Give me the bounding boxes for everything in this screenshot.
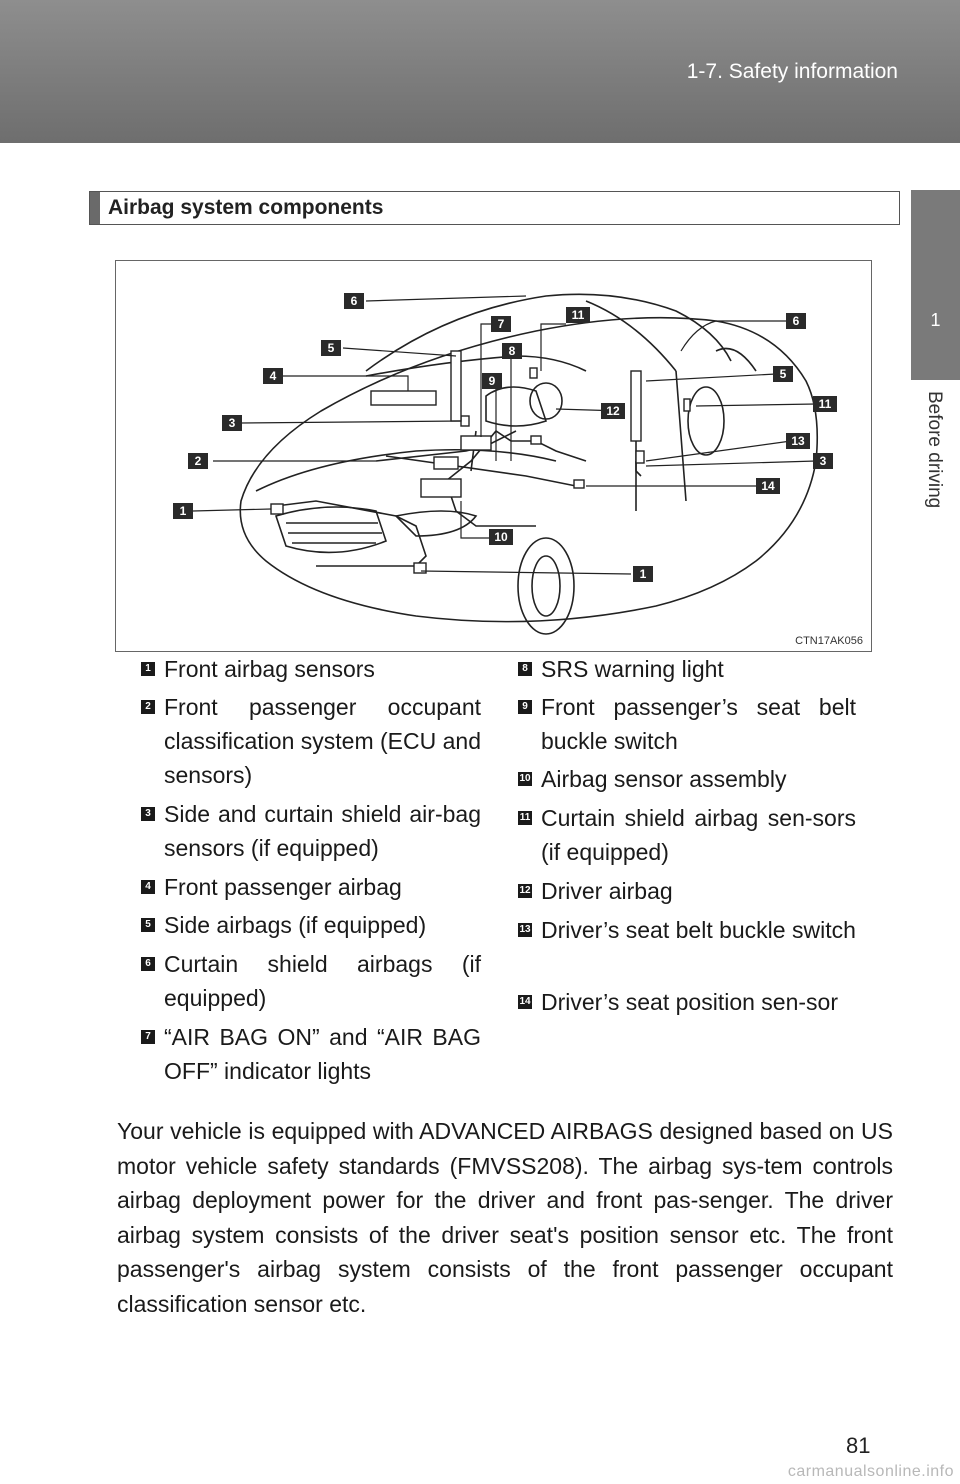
legend-text: Driver’s seat belt buckle switch	[541, 917, 856, 943]
svg-text:3: 3	[820, 454, 827, 468]
header-section-title: 1-7. Safety information	[686, 60, 898, 83]
legend-item: 14 Driver’s seat position sen-sor	[518, 985, 856, 1055]
page-number: 81	[846, 1433, 871, 1458]
svg-text:3: 3	[229, 416, 236, 430]
legend-number-badge: 10	[518, 772, 532, 786]
svg-text:2: 2	[195, 454, 202, 468]
chapter-number: 1	[930, 310, 941, 330]
legend-item: 6 Curtain shield airbags (if equipped)	[141, 947, 481, 1017]
svg-text:11: 11	[819, 397, 832, 411]
legend-text: Curtain shield airbag sen-sors (if equip…	[541, 805, 856, 865]
svg-text:6: 6	[351, 294, 358, 308]
svg-text:12: 12	[606, 404, 620, 418]
legend-text: SRS warning light	[541, 656, 724, 682]
airbag-diagram: 1 1 2 3 3 4 5 5 6 6 7 8 9 10 11 11 12 13…	[115, 260, 872, 652]
legend-number-badge: 1	[141, 662, 155, 676]
legend-item: 7 “AIR BAG ON” and “AIR BAG OFF” indicat…	[141, 1020, 481, 1090]
legend-number-badge: 3	[141, 807, 155, 821]
chapter-title: Before driving	[924, 391, 945, 509]
legend-number-badge: 13	[518, 923, 532, 937]
legend-text: Side and curtain shield air-bag sensors …	[164, 801, 481, 861]
section-heading-marker	[90, 192, 100, 224]
legend-number-badge: 6	[141, 957, 155, 971]
svg-text:9: 9	[489, 374, 496, 388]
body-paragraph: Your vehicle is equipped with ADVANCED A…	[117, 1118, 893, 1317]
svg-text:4: 4	[270, 369, 277, 383]
legend-number-badge: 11	[518, 811, 532, 825]
legend-item: 1 Front airbag sensors	[141, 652, 481, 688]
svg-text:14: 14	[761, 479, 775, 493]
legend-number-badge: 4	[141, 880, 155, 894]
legend-text: Curtain shield airbags (if equipped)	[164, 951, 481, 1011]
legend-number-badge: 12	[518, 884, 532, 898]
svg-text:1: 1	[180, 504, 187, 518]
section-heading: Airbag system components	[89, 191, 900, 225]
svg-text:5: 5	[328, 341, 335, 355]
legend-item: 10 Airbag sensor assembly	[518, 762, 856, 798]
legend-item: 11 Curtain shield airbag sen-sors (if eq…	[518, 801, 856, 871]
legend-number-badge: 14	[518, 995, 532, 1009]
car-illustration: 1 1 2 3 3 4 5 5 6 6 7 8 9 10 11 11 12 13…	[173, 293, 837, 635]
legend-item: 4 Front passenger airbag	[141, 870, 481, 906]
svg-text:13: 13	[791, 434, 805, 448]
section-title: Airbag system components	[108, 196, 384, 219]
legend-text: Driver airbag	[541, 878, 673, 904]
legend-text: Front airbag sensors	[164, 656, 375, 682]
legend-text: Front passenger airbag	[164, 874, 402, 900]
figure-code: CTN17AK056	[795, 635, 863, 647]
legend-item: 2 Front passenger occupant classificatio…	[141, 690, 481, 794]
svg-text:8: 8	[509, 344, 516, 358]
legend-number-badge: 2	[141, 700, 155, 714]
svg-text:1: 1	[640, 567, 647, 581]
watermark: carmanualsonline.info	[787, 1463, 954, 1480]
svg-text:7: 7	[498, 317, 505, 331]
legend-text: Airbag sensor assembly	[541, 766, 787, 792]
legend-number-badge: 5	[141, 918, 155, 932]
legend-text: Front passenger’s seat belt buckle switc…	[541, 694, 856, 754]
legend-item: 8 SRS warning light	[518, 652, 856, 688]
legend-item: 3 Side and curtain shield air-bag sensor…	[141, 797, 481, 867]
chapter-title-tab: Before driving	[911, 385, 960, 585]
legend-text: Driver’s seat position sen-sor	[541, 989, 838, 1015]
legend-item: 13 Driver’s seat belt buckle switch	[518, 913, 856, 983]
legend-number-badge: 9	[518, 700, 532, 714]
legend-item: 12 Driver airbag	[518, 874, 856, 910]
legend-item: 5 Side airbags (if equipped)	[141, 908, 481, 944]
legend-number-badge: 8	[518, 662, 532, 676]
legend-text: Side airbags (if equipped)	[164, 912, 427, 938]
chapter-tab[interactable]: 1	[911, 190, 960, 380]
svg-text:11: 11	[572, 308, 585, 322]
page-header: 1-7. Safety information	[0, 0, 960, 143]
svg-text:10: 10	[494, 530, 508, 544]
legend-text: Front passenger occupant classification …	[164, 694, 481, 788]
svg-text:5: 5	[780, 367, 787, 381]
legend-number-badge: 7	[141, 1030, 155, 1044]
legend-item: 9 Front passenger’s seat belt buckle swi…	[518, 690, 856, 760]
legend-text: “AIR BAG ON” and “AIR BAG OFF” indicator…	[164, 1024, 481, 1084]
svg-text:6: 6	[793, 314, 800, 328]
